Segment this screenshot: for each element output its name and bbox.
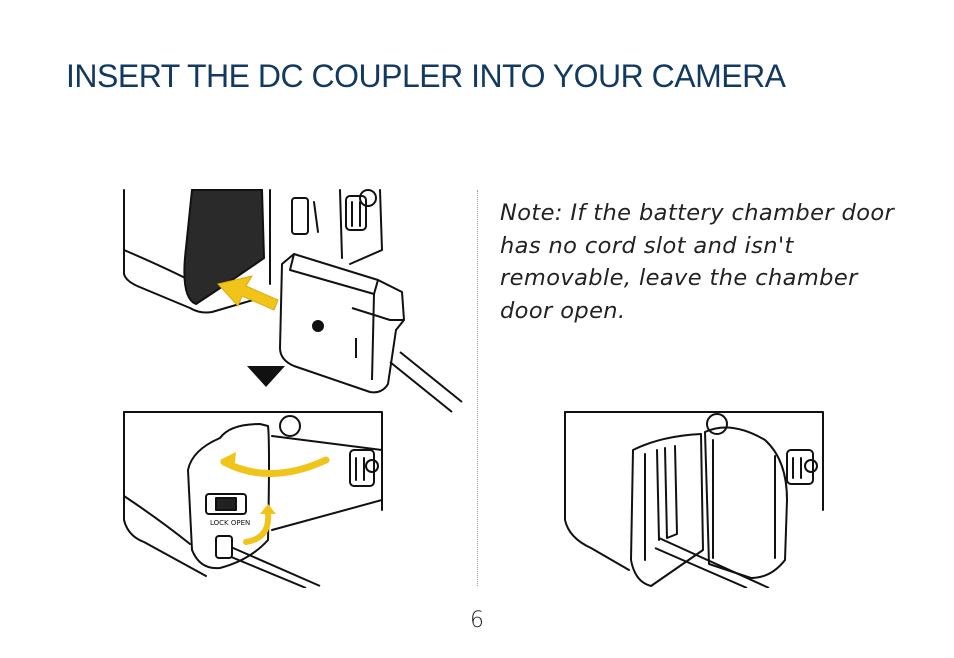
- column-divider: [477, 190, 478, 586]
- press-arrow-icon: [243, 511, 272, 545]
- page-number: 6: [470, 608, 484, 633]
- illustration-door-open: [564, 411, 824, 588]
- open-battery-door: [704, 426, 788, 579]
- illustration-insert-coupler: [123, 189, 463, 413]
- note-text: Note: If the battery chamber door has no…: [500, 200, 895, 324]
- illustration-close-door: LOCK OPEN: [123, 411, 383, 588]
- page-title: INSERT THE DC COUPLER INTO YOUR CAMERA: [66, 58, 786, 94]
- dc-coupler: [279, 253, 405, 394]
- insert-arrow-icon: [217, 275, 279, 311]
- battery-door: [187, 423, 270, 570]
- down-arrow-icon: [247, 366, 285, 387]
- battery-chamber: [183, 189, 266, 306]
- switch-label: LOCK OPEN: [210, 519, 250, 527]
- close-door-arrow-icon: [220, 456, 330, 477]
